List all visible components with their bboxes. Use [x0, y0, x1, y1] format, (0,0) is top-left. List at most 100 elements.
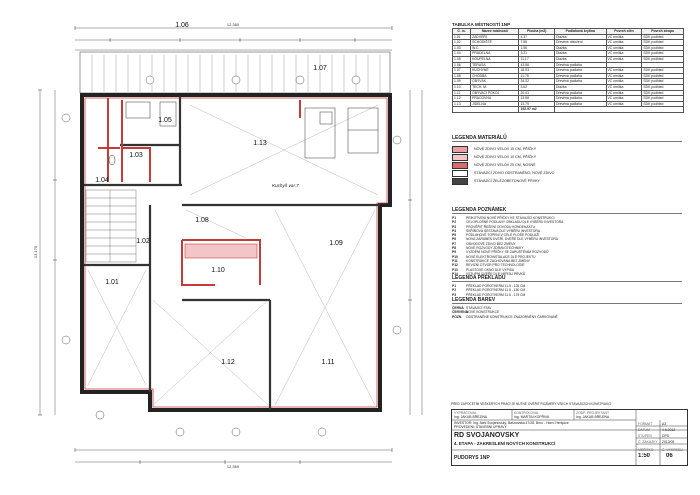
room-table-title: TABULKA MÍSTNOSTÍ 1NP	[452, 22, 511, 27]
checked: Ing. MARTIN KOPŘIVA	[514, 415, 550, 419]
legend-material-item: NOVÉ ZDIVO VELOX 15 CM, PŘÍČKY	[452, 145, 682, 153]
material-label: NOVÉ ZDIVO VELOX 25 CM, NOSNÉ	[474, 163, 536, 167]
author-label: VYPRACOVAL	[454, 411, 477, 415]
note-text: PROVĚŘIT ŘEŠENÍ ODVODU KONDENZÁTU	[466, 224, 535, 229]
date-label: DATUM	[638, 428, 650, 432]
top-dimension: 12.360	[227, 22, 240, 27]
note-code: ČERNÁ	[452, 306, 464, 310]
legend-materials-title: LEGENDA MATERIÁLŮ	[452, 135, 682, 142]
tech-room-block	[184, 243, 258, 259]
order-label: Č. ZAKÁZKY	[638, 440, 658, 444]
note-code: P4	[452, 228, 457, 233]
legend-material-item: STÁVAJÍCÍ ŽELEZOBETONOVÉ PRVKY	[452, 177, 682, 185]
room-label-103: 1.03	[129, 152, 143, 159]
room-table-total-row: 192.97 m2	[451, 106, 684, 113]
table-cell: VC omítka	[605, 72, 643, 80]
room-table: Č. m. Název místnosti Plocha (m2) Podlah…	[451, 28, 684, 113]
title-block: VYPRACOVAL Ing. JAKUB BŘEZINA KONTROLOVA…	[451, 409, 688, 466]
floor-plan: 12.360 12.360 13.170	[33, 22, 423, 469]
table-cell: SDK podhled	[641, 72, 684, 80]
note-text: PLASTOVÉ OKNO DLE VÝPISU	[466, 267, 515, 272]
table-cell: OBÝVÁK	[470, 78, 520, 85]
legend-colors-title: LEGENDA BAREV	[452, 297, 682, 304]
note-text: REVIZNÍ OTVOR PRO TECHNOLOGIE	[466, 263, 525, 268]
note-code: P14	[452, 271, 458, 276]
table-cell: TECH. M.	[470, 83, 520, 91]
table-cell: SDK podhled	[641, 78, 684, 85]
note-text: PRIKOTVENÍ NOVÉ PŘÍČKY KE STÁVAJÍCÍ KONS…	[466, 216, 555, 220]
format-label: FORMÁT	[638, 422, 653, 426]
table-cell	[605, 61, 643, 69]
note-code: P11	[452, 258, 458, 263]
exterior-walls	[80, 93, 392, 412]
table-cell	[641, 61, 684, 69]
material-swatch	[452, 169, 468, 177]
sheet-number: 06	[666, 453, 673, 459]
date: 4.6.2012	[662, 428, 676, 432]
legend-material-item: NOVÉ ZDIVO VELOX 10 CM, PŘÍČKY	[452, 153, 682, 161]
investor: INVESTOR: Ing. Aleš Svojanovský, Bašnovs…	[454, 421, 569, 425]
material-swatch	[452, 145, 468, 153]
material-label: NOVÉ ZDIVO VELOX 10 CM, PŘÍČKY	[474, 155, 537, 159]
material-swatch	[452, 153, 468, 161]
table-cell: OBÝVACÍ POKOJ	[470, 89, 520, 97]
note-code: ČERVENÁ	[452, 310, 469, 315]
note-code: P3	[452, 224, 457, 229]
terrace-outline	[79, 51, 391, 94]
room-label-112: 1.12	[221, 359, 235, 366]
table-cell: KUCHYNĚ	[470, 67, 520, 74]
table-cell: SDK podhled	[641, 67, 684, 74]
table-cell: SDK podhled	[641, 100, 684, 108]
designer: Ing. JAKUB BŘEZINA	[576, 415, 610, 419]
diagonal-guides	[87, 104, 379, 406]
note-text: NOVÁ ZÁRUBEŇ DVEŘÍ, DVEŘE DLE VÝBĚRU INV…	[466, 237, 558, 242]
kitchen-fixtures	[304, 107, 379, 159]
material-swatch	[452, 161, 468, 169]
table-cell: VC omítka	[605, 78, 643, 85]
new-walls	[98, 98, 301, 286]
material-label: NOVÉ ZDIVO VELOX 15 CM, PŘÍČKY	[474, 147, 537, 151]
sheet-label: Č. VÝKRESU	[662, 448, 683, 452]
note-text: STÁVAJÍCÍ STAV	[466, 306, 492, 310]
bottom-dimension: 12.360	[227, 464, 240, 469]
note-code: P2	[452, 220, 457, 225]
note-text: ODSTRANĚNÉ KONSTRUKCE ZNÁZORNĚNY ČÁRKOVA…	[466, 314, 558, 319]
exterior-walls-red-inner	[84, 97, 388, 408]
legend-note-item: POZN.ODSTRANĚNÉ KONSTRUKCE ZNÁZORNĚNY ČÁ…	[452, 315, 682, 319]
legend-note-item: P2 CELOPLOŠNÉ PODLAHY OBKLADU DLE VÝBĚRU …	[452, 220, 682, 224]
note-text: PODLAHOVÉ TOPENÍ V CELÉ PLOŠE PODLAŽÍ	[466, 233, 540, 238]
note-code: P3	[452, 292, 457, 297]
note-text: CELOPLOŠNÉ PODLAHY OBKLADU DLE VÝBĚRU IN…	[466, 220, 564, 225]
note-text: PŘEKLAD POROTHERM 11.5 - 125 CM	[466, 284, 526, 288]
room-label-106: 1.06	[175, 22, 189, 29]
table-cell: PRACOVNA	[470, 95, 520, 102]
stage-label: STUPEŇ	[638, 434, 652, 438]
legend-lintels-title: LEGENDA PŘEKLADŮ	[452, 275, 682, 282]
note-text: NOVÉ ELEKTROINSTALACE DLE PROJEKTU	[466, 254, 536, 259]
legend-materials: LEGENDA MATERIÁLŮ NOVÉ ZDIVO VELOX 15 CM…	[452, 135, 682, 185]
room-label-105: 1.05	[158, 117, 172, 124]
room-label-102: 1.02	[136, 238, 150, 245]
note-text: NOVÉ ROZVODY ZDRAVOTECHNIKY	[466, 246, 524, 251]
table-cell: VC omítka	[605, 67, 643, 74]
scale-label: MĚŘÍTKO	[638, 448, 654, 452]
note-code: P7	[452, 241, 457, 246]
checked-label: KONTROLOVAL	[514, 411, 540, 415]
note-text: VSTUPNÍ DVEŘE DLE VÝPISU PRVKŮ	[466, 271, 526, 276]
